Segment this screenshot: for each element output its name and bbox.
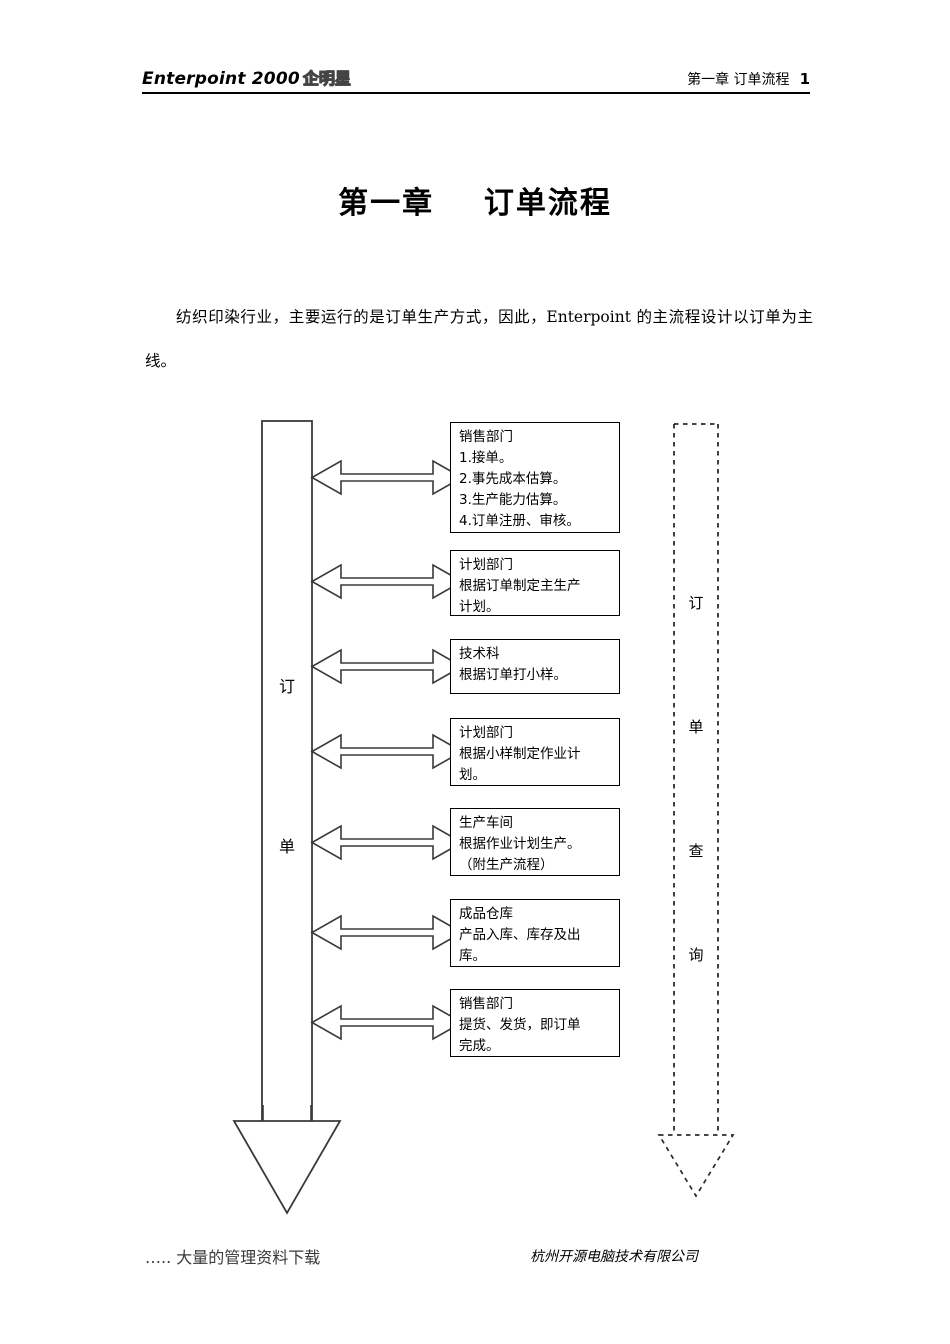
- process-box-technical-sample[interactable]: 技术科 根据订单打小样。: [450, 639, 620, 694]
- left-arrow-joint-mask: [263, 1112, 311, 1124]
- process-box-sales-delivery[interactable]: 销售部门 提货、发货，即订单 完成。: [450, 989, 620, 1057]
- left-axis-label-sheet: 单: [278, 837, 295, 856]
- right-axis-label-1: 订: [688, 594, 704, 612]
- right-axis-label-4: 询: [688, 946, 704, 964]
- process-box-planning-master[interactable]: 计划部门 根据订单制定主生产 计划。: [450, 550, 620, 616]
- connector-arrow-5: [310, 824, 464, 861]
- connector-arrow-4: [310, 733, 464, 770]
- process-box-planning-job[interactable]: 计划部门 根据小样制定作业计 划。: [450, 718, 620, 786]
- bidirectional-connectors: [310, 459, 464, 1041]
- header-brand-group: Enterpoint 2000 企明星: [142, 65, 351, 92]
- right-arrow-head: [657, 1134, 735, 1198]
- connector-arrow-6: [310, 914, 464, 951]
- header-page-number: 1: [799, 70, 810, 88]
- connector-arrow-7: [310, 1004, 464, 1041]
- right-arrow-shaft: [673, 423, 719, 1135]
- process-box-workshop[interactable]: 生产车间 根据作业计划生产。 （附生产流程）: [450, 808, 620, 876]
- process-box-warehouse[interactable]: 成品仓库 产品入库、库存及出 库。: [450, 899, 620, 967]
- right-axis-label-3: 查: [688, 842, 704, 860]
- connector-arrow-2: [310, 563, 464, 600]
- connector-arrow-1: [310, 459, 464, 496]
- footer-company-name: 杭州开源电脑技术有限公司: [530, 1249, 698, 1265]
- left-arrow-shaft: [261, 420, 313, 1122]
- page-title: 第一章 订单流程: [338, 186, 612, 221]
- connector-arrow-3: [310, 648, 464, 685]
- left-axis-label-order: 订: [278, 677, 295, 696]
- process-box-sales-intake[interactable]: 销售部门 1.接单。 2.事先成本估算。 3.生产能力估算。 4.订单注册、审核…: [450, 422, 620, 533]
- brand-chinese-text: 企明星: [302, 69, 351, 89]
- left-arrow-head: [232, 1120, 342, 1215]
- right-axis-label-2: 单: [688, 718, 704, 736]
- page-footer: ….. 大量的管理资料下载 杭州开源电脑技术有限公司: [145, 1244, 813, 1270]
- footer-download-note: ….. 大量的管理资料下载: [145, 1248, 321, 1267]
- right-query-arrow: [657, 423, 735, 1198]
- intro-paragraph: 纺织印染行业，主要运行的是订单生产方式，因此，Enterpoint 的主流程设计…: [145, 308, 813, 370]
- brand-latin-text: Enterpoint 2000: [142, 69, 300, 89]
- page-header: Enterpoint 2000 企明星 第一章 订单流程 1: [142, 60, 810, 94]
- header-chapter-group: 第一章 订单流程 1: [687, 69, 810, 92]
- left-order-arrow: [232, 420, 342, 1215]
- header-chapter-ref: 第一章 订单流程: [687, 72, 790, 88]
